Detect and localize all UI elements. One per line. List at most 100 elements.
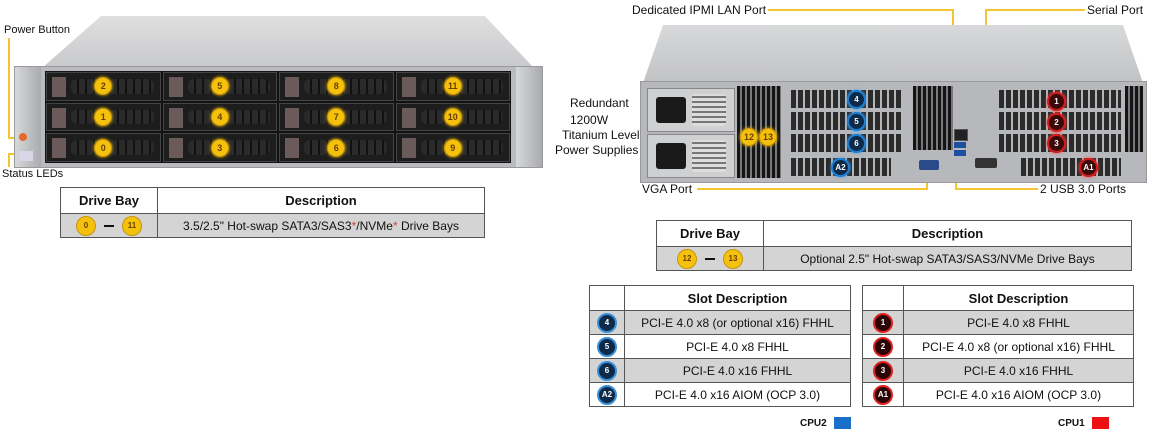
tray-handle [401,77,416,97]
ipmi-port-label: Dedicated IPMI LAN Port [632,3,767,17]
bay-badge-from: 12 [677,248,697,269]
tray-handle [285,138,299,159]
bay-badge-to: 13 [723,248,743,269]
bay-badge: 1 [94,107,113,126]
slot-desc-cell: PCI-E 4.0 x16 FHHL [903,358,1134,383]
tray-handle [285,77,299,97]
drive-tray[interactable]: 6 [279,133,394,162]
usb-callout-h [956,188,1038,190]
drive-bay-description: Optional 2.5" Hot-swap SATA3/SAS3/NVMe D… [763,246,1132,271]
serial-port-label: Serial Port [1087,3,1144,17]
power-supply[interactable] [647,134,735,178]
usb-port[interactable] [954,150,966,156]
slot-desc-cell: PCI-E 4.0 x16 AIOM (OCP 3.0) [903,382,1134,407]
serial-callout-h [985,9,1085,11]
slot-badge: A2 [597,384,617,405]
drive-tray[interactable]: 3 [162,133,277,162]
pcie-slot[interactable] [791,134,901,152]
bay-badge: 9 [443,138,462,157]
drive-tray[interactable]: 11 [395,72,510,101]
slot-id-cell: 5 [589,334,625,359]
slot-desc-cell: PCI-E 4.0 x16 AIOM (OCP 3.0) [624,382,851,407]
slot-row: 6 PCI-E 4.0 x16 FHHL [589,358,851,383]
drive-tray[interactable]: 5 [162,72,277,101]
tray-grill [304,140,387,155]
slot-badge: A1 [873,384,893,405]
pcie-slot[interactable] [791,112,901,130]
psu-label-4: Power Supplies [555,143,639,157]
bay-badge: 6 [327,138,346,157]
slot-desc-cell: PCI-E 4.0 x16 FHHL [624,358,851,383]
bay-badge: 2 [94,77,113,96]
drive-bay-header: Drive Bay [60,187,158,214]
drive-bay-range: 0 11 [60,213,158,238]
power-button[interactable] [19,133,27,141]
front-drive-bays: 2 5 8 11 1 4 7 10 0 3 6 9 [45,71,511,163]
slot-row: A2 PCI-E 4.0 x16 AIOM (OCP 3.0) [589,382,851,407]
power-supply[interactable] [647,88,735,132]
slot-id-cell: 1 [862,310,904,335]
power-button-callout-tick [8,137,18,139]
vga-port[interactable] [919,160,939,170]
drive-tray[interactable]: 4 [162,102,277,132]
tray-handle [52,77,66,97]
pcie-slot[interactable] [791,90,901,108]
slot-row: 3 PCI-E 4.0 x16 FHHL [862,358,1134,383]
drive-tray[interactable]: 10 [395,102,510,132]
bay-badge-from: 0 [76,215,96,236]
drive-tray[interactable]: 2 [46,72,161,101]
tray-grill [420,140,503,155]
rear-drive-cage: 12 13 [737,86,781,178]
bay-badge-to: 11 [122,215,142,236]
drive-tray[interactable]: 8 [279,72,394,101]
description-header: Description [157,187,485,214]
vga-port-label: VGA Port [642,182,693,196]
tray-handle [168,107,183,128]
usb-port[interactable] [954,142,966,148]
slot-badge: 4 [597,312,617,333]
status-leds [19,151,33,161]
right-rack-ear [516,67,542,167]
front-drive-bay-table: Drive Bay Description 0 11 3.5/2.5" Hot-s… [60,187,485,238]
tray-handle [52,107,66,128]
desc-part: 3.5/2.5" Hot-swap SATA3/SAS3 [183,218,352,233]
drive-bay-description: 3.5/2.5" Hot-swap SATA3/SAS3*/NVMe* Driv… [157,213,485,238]
drive-tray[interactable]: 7 [279,102,394,132]
serial-port[interactable] [975,158,997,168]
tray-handle [401,138,416,159]
description-header: Description [763,220,1132,247]
slot-badge-cpu2: A2 [831,158,850,177]
vga-callout-h [697,188,927,190]
drive-tray[interactable]: 9 [395,133,510,162]
slot-badge: 3 [873,360,893,381]
front-chassis-face: 2 5 8 11 1 4 7 10 0 3 6 9 [14,66,543,168]
rear-bay-badge: 13 [759,128,777,146]
slot-id-cell: 3 [862,358,904,383]
slot-id-cell: 6 [589,358,625,383]
slot-badge-cpu1: 2 [1047,113,1066,132]
footnote-star: * [392,218,398,233]
tray-grill [187,140,270,155]
tray-grill [304,109,387,125]
desc-part: /NVMe [356,218,393,233]
tray-handle [168,138,183,159]
aiom-slot[interactable] [1021,158,1121,176]
tray-grill [71,140,154,155]
right-vent [1125,86,1143,152]
tray-grill [304,79,387,94]
tray-grill [71,109,154,125]
slot-desc-cell: PCI-E 4.0 x8 FHHL [903,310,1134,335]
slot-description-header: Slot Description [624,285,851,311]
slot-id-cell: A1 [862,382,904,407]
psu-label-2: 1200W [570,113,609,127]
drive-tray[interactable]: 1 [46,102,161,132]
drive-tray[interactable]: 0 [46,133,161,162]
tray-grill [187,109,270,125]
ipmi-lan-port[interactable] [954,129,968,141]
drive-bay-header: Drive Bay [656,220,764,247]
slot-row: 2 PCI-E 4.0 x8 (or optional x16) FHHL [862,334,1134,359]
slot-desc-cell: PCI-E 4.0 x8 (or optional x16) FHHL [624,310,851,335]
slot-badge: 2 [873,336,893,357]
slot-description-header: Slot Description [903,285,1134,311]
bay-badge: 4 [210,107,229,126]
